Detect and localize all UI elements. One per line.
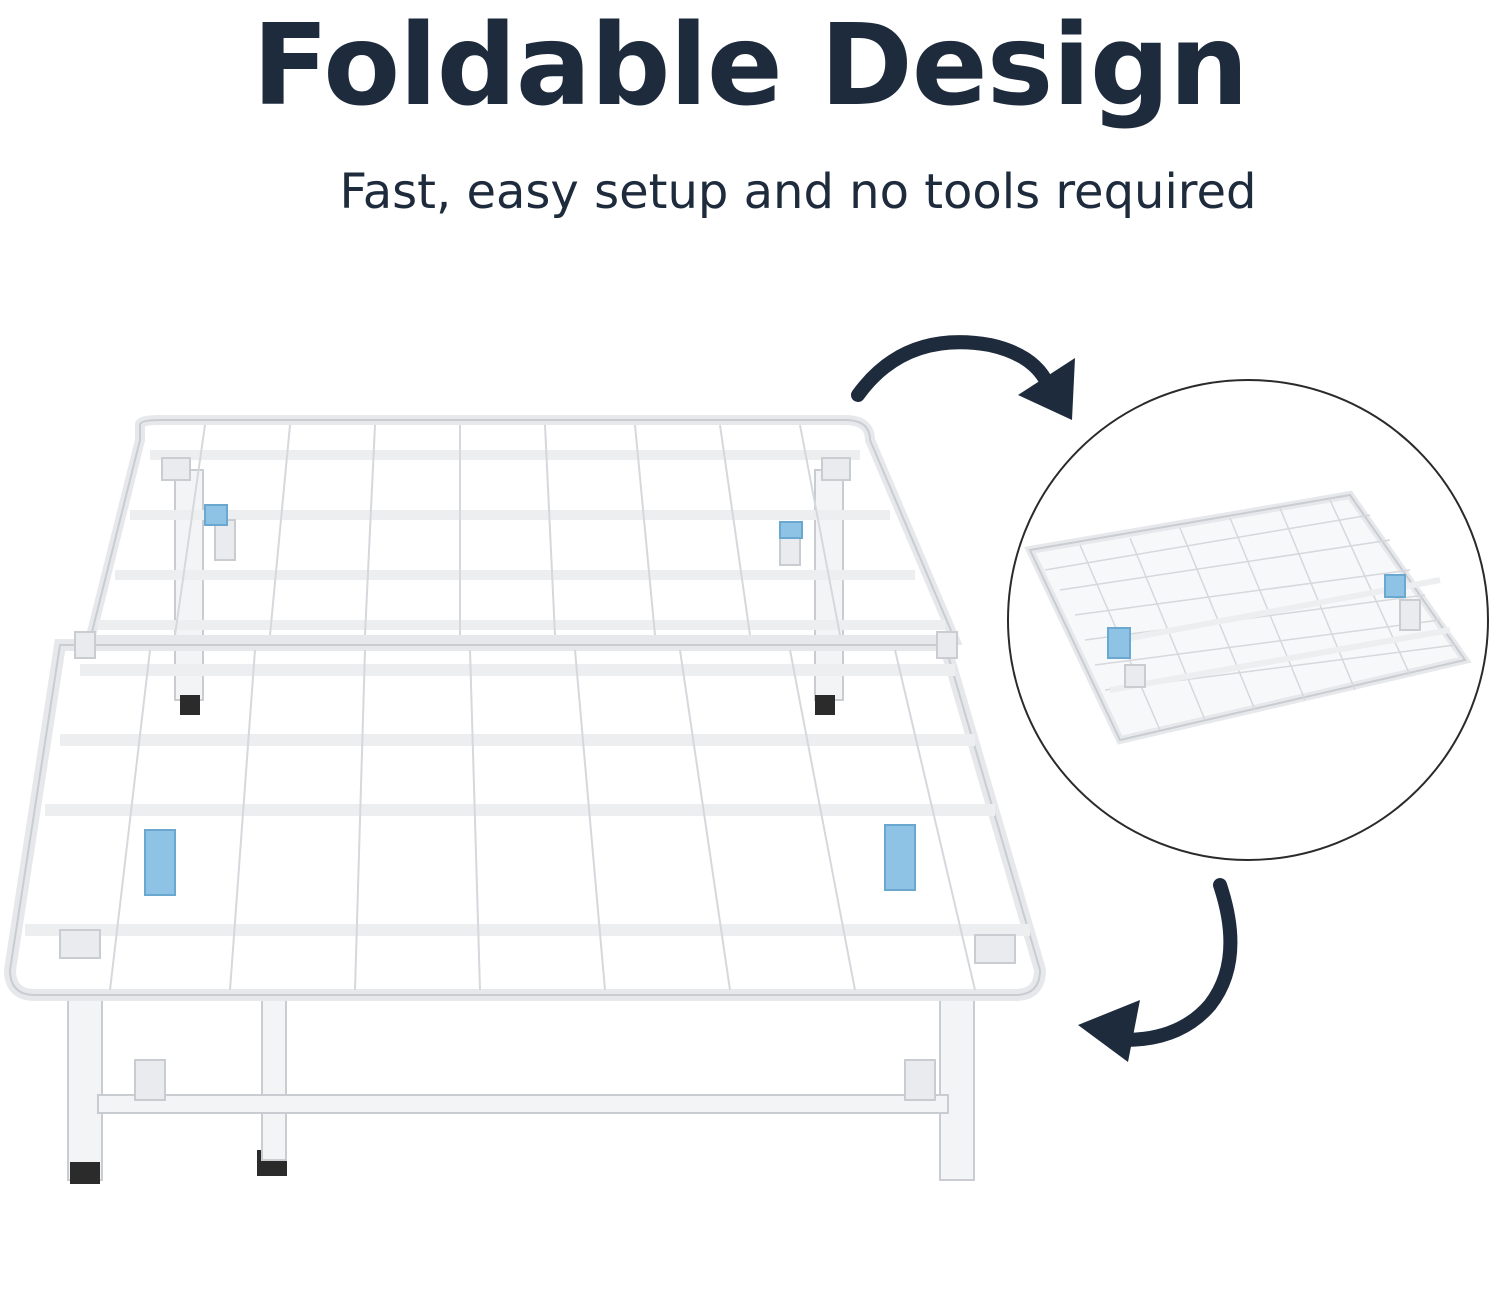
page-subtitle: Fast, easy setup and no tools required	[339, 164, 1257, 220]
curved-arrow-bottom-icon	[1118, 878, 1238, 1047]
curved-arrow-top-head-icon	[1018, 358, 1075, 420]
curved-arrow-top-icon	[851, 335, 1055, 402]
bed-frame-folded-closeup	[1007, 379, 1489, 861]
curved-arrow-bottom-head-icon	[1078, 1000, 1140, 1062]
page-title: Foldable Design	[252, 1, 1248, 131]
bed-frame-unfolded	[3, 415, 1047, 1184]
